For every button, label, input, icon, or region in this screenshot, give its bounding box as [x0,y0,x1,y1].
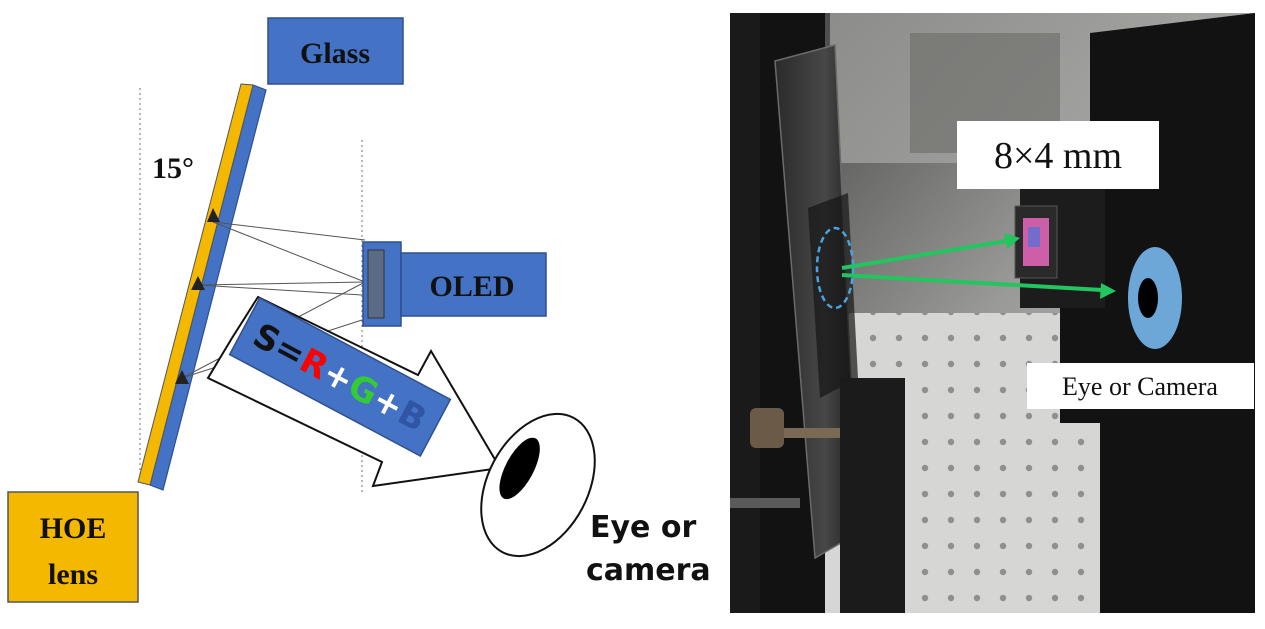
size-label: 8×4 mm [994,135,1122,177]
photo-svg: 8×4 mm Eye or Camera [730,13,1255,613]
hoe-label-line2: lens [48,558,98,591]
glass-label: Glass [300,37,370,70]
eye-marker-pupil [1138,278,1158,318]
hoe-label-box [7,491,139,603]
green-arrow-to-eye [841,273,1103,292]
eye-icon [480,412,596,558]
glass-label-box [267,17,404,85]
size-label-box [957,121,1159,189]
ray-arrowhead-3 [175,370,189,384]
ray-arrowhead-2 [191,276,205,290]
oled-screen [367,249,385,319]
equation-box: S=R+G+B [228,297,452,457]
glass-plate [149,84,267,491]
oled-label-box [400,252,547,317]
angle-label: 15° [152,152,194,185]
ray-arrowhead-1 [207,208,220,222]
prototype-photo: 8×4 mm Eye or Camera [730,13,1255,613]
eye-camera-label: Eye or Camera [1062,372,1218,401]
green-arrowhead-oled [1004,233,1020,249]
green-arrow-to-oled [841,239,1007,270]
micro-oled-image [1028,227,1040,247]
eye-label-line2: camera [586,553,711,588]
eye-label-line1: Eye or [590,510,696,545]
rod [730,498,800,508]
screw-head [750,408,784,448]
screw [780,428,840,438]
schematic-diagram: Glass 15° OLED S=R+G+B Eye or camera HOE… [7,17,711,603]
bottom-holder [840,378,905,613]
hoe-label-line1: HOE [40,512,107,545]
eye-camera-label-box [1027,363,1254,409]
schematic-svg: Glass 15° OLED S=R+G+B Eye or camera HOE… [7,17,711,603]
oled-label: OLED [429,270,514,303]
green-arrowhead-eye [1100,283,1116,299]
hoe-area [808,193,858,398]
